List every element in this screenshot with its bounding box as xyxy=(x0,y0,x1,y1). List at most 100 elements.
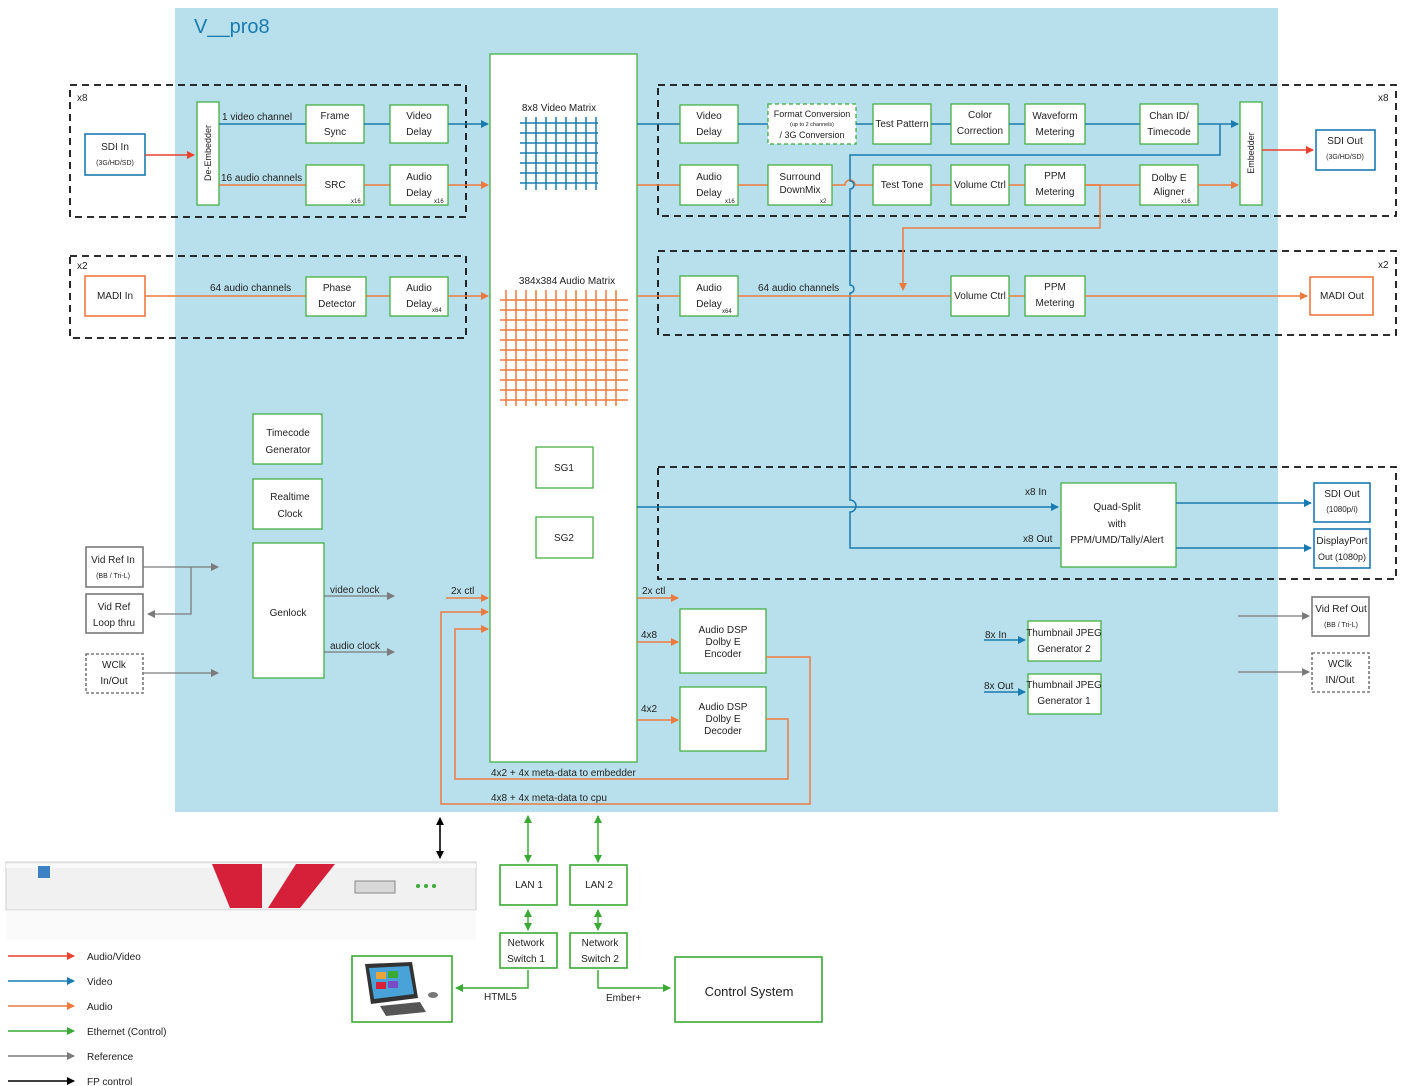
frame-sync-block xyxy=(305,104,365,144)
phase-detector-label: Phase xyxy=(323,283,352,294)
vid-ref-out-label: Vid Ref Out xyxy=(1315,604,1367,615)
madi-delay-in-label: Delay xyxy=(406,299,432,310)
encoder-label: Audio DSP xyxy=(699,625,748,636)
quad-split-label: Quad-Split xyxy=(1093,502,1140,513)
lan1-label: LAN 1 xyxy=(515,880,543,891)
madi-delay-out-badge: x64 xyxy=(722,309,732,315)
quad-out-label: x8 Out xyxy=(1023,534,1053,545)
timecode-generator-label: Timecode xyxy=(266,428,310,439)
lan2-label: LAN 2 xyxy=(585,880,613,891)
color-correction-label: Correction xyxy=(957,126,1003,137)
thumbnail-1-block xyxy=(1027,673,1102,715)
rack-unit-image xyxy=(5,861,477,940)
dolby-aligner-badge: x16 xyxy=(1181,199,1191,205)
src-block xyxy=(305,164,365,206)
madi-out-label: MADI Out xyxy=(1320,291,1364,302)
sdi-in-label: SDI In xyxy=(101,142,129,153)
chan-id-block xyxy=(1139,103,1199,145)
ppm-label: PPM xyxy=(1044,171,1066,182)
madi-in-label: MADI In xyxy=(97,291,133,302)
madi-delay-out-label: Audio xyxy=(696,283,722,294)
format-conversion-label: Format Conversion xyxy=(774,109,851,119)
sdi-out-port xyxy=(1315,129,1376,171)
sdi-out-1080-label: SDI Out xyxy=(1324,489,1360,500)
surround-block xyxy=(767,164,833,206)
switch1-label: Switch 1 xyxy=(507,954,545,965)
legend-label: Ethernet (Control) xyxy=(87,1027,166,1038)
control-system-label: Control System xyxy=(705,984,794,999)
audio-dsp-encoder-block xyxy=(679,608,767,674)
quad-split-block xyxy=(1060,482,1177,568)
test-pattern-label: Test Pattern xyxy=(875,119,928,130)
switch2-label: Network xyxy=(582,938,620,949)
video-matrix-grid xyxy=(520,117,598,190)
thumbnail-1-label: Thumbnail JPEG xyxy=(1026,680,1102,691)
displayport-label: DisplayPort xyxy=(1316,536,1367,547)
de-embedder-block xyxy=(196,101,220,206)
vid-ref-loop-line xyxy=(147,567,192,618)
multiplier-label: x2 xyxy=(77,261,88,272)
html5-link xyxy=(455,970,529,992)
ppm-label: Metering xyxy=(1036,187,1075,198)
group-frame-sdi-in xyxy=(69,84,467,218)
meta-embedder-label: 4x2 + 4x meta-data to embedder xyxy=(491,768,636,779)
vid-ref-in-label: Vid Ref In xyxy=(91,555,135,566)
madi-delay-in-label: Audio xyxy=(406,283,432,294)
legend-label: Reference xyxy=(87,1052,134,1063)
madi-out-channels-label: 64 audio channels xyxy=(758,283,839,294)
audio-dsp-decoder-block xyxy=(679,686,767,752)
phase-detector-label: Detector xyxy=(318,299,356,310)
de-embedder-label: De-Embedder xyxy=(203,125,213,181)
switch2-label: Switch 2 xyxy=(581,954,619,965)
sdi-out-1080-port xyxy=(1313,482,1371,523)
displayport-out-port xyxy=(1313,528,1371,569)
audio-delay-in-label: Delay xyxy=(406,188,432,199)
dolby-aligner-label: Dolby E xyxy=(1151,173,1186,184)
decoder-feed-label: 4x2 xyxy=(641,704,658,715)
color-correction-label: Color xyxy=(968,110,993,121)
audio-matrix-label: 384x384 Audio Matrix xyxy=(519,276,615,287)
realtime-clock-block xyxy=(252,478,323,530)
surround-badge: x2 xyxy=(820,199,827,205)
switch2-block xyxy=(569,932,628,969)
tablet-icon xyxy=(365,962,438,1016)
sg1-label: SG1 xyxy=(554,463,574,474)
format-conversion-label: / 3G Conversion xyxy=(779,130,844,140)
group-frame-quad xyxy=(657,466,1397,580)
madi-delay-in-block xyxy=(389,276,449,317)
ember-label: Ember+ xyxy=(606,993,641,1004)
video-channel-label: 1 video channel xyxy=(222,112,292,123)
encoder-label: Encoder xyxy=(704,649,742,660)
ctl-left-label: 2x ctl xyxy=(451,586,474,597)
quad-feed-line xyxy=(849,124,1221,549)
src-label: SRC xyxy=(324,180,345,191)
sdi-out-1080-sublabel: (1080p/i) xyxy=(1326,505,1358,514)
lan1-port xyxy=(499,864,558,906)
multiplier-label: x8 xyxy=(1378,93,1389,104)
dolby-aligner-block xyxy=(1139,164,1199,206)
madi-channels-label: 64 audio channels xyxy=(210,283,291,294)
volume-ctrl-label: Volume Ctrl xyxy=(954,180,1006,191)
multiplier-label: x2 xyxy=(1378,260,1389,271)
madi-out-port xyxy=(1309,276,1374,316)
meta-cpu-loop xyxy=(440,608,811,805)
color-correction-block xyxy=(950,103,1010,145)
legend-label: Video xyxy=(87,977,113,988)
wclk-in-label: In/Out xyxy=(100,676,127,687)
genlock-block xyxy=(252,542,325,679)
group-frame-madi-in xyxy=(69,255,467,339)
decoder-label: Decoder xyxy=(704,726,742,737)
video-clock-label: video clock xyxy=(330,585,380,596)
sdi-in-port xyxy=(84,133,146,176)
sg2-label: SG2 xyxy=(554,533,574,544)
timecode-generator-block xyxy=(252,413,323,465)
audio-delay-out-label: Audio xyxy=(696,172,722,183)
genlock-label: Genlock xyxy=(270,608,308,619)
sg2-block xyxy=(535,516,594,559)
audio-channels-label: 16 audio channels xyxy=(221,173,302,184)
realtime-clock-label: Clock xyxy=(277,509,303,520)
meta-embedder-loop xyxy=(454,625,789,780)
madi-delay-out-block xyxy=(679,275,739,317)
audio-delay-in-block xyxy=(389,164,449,206)
